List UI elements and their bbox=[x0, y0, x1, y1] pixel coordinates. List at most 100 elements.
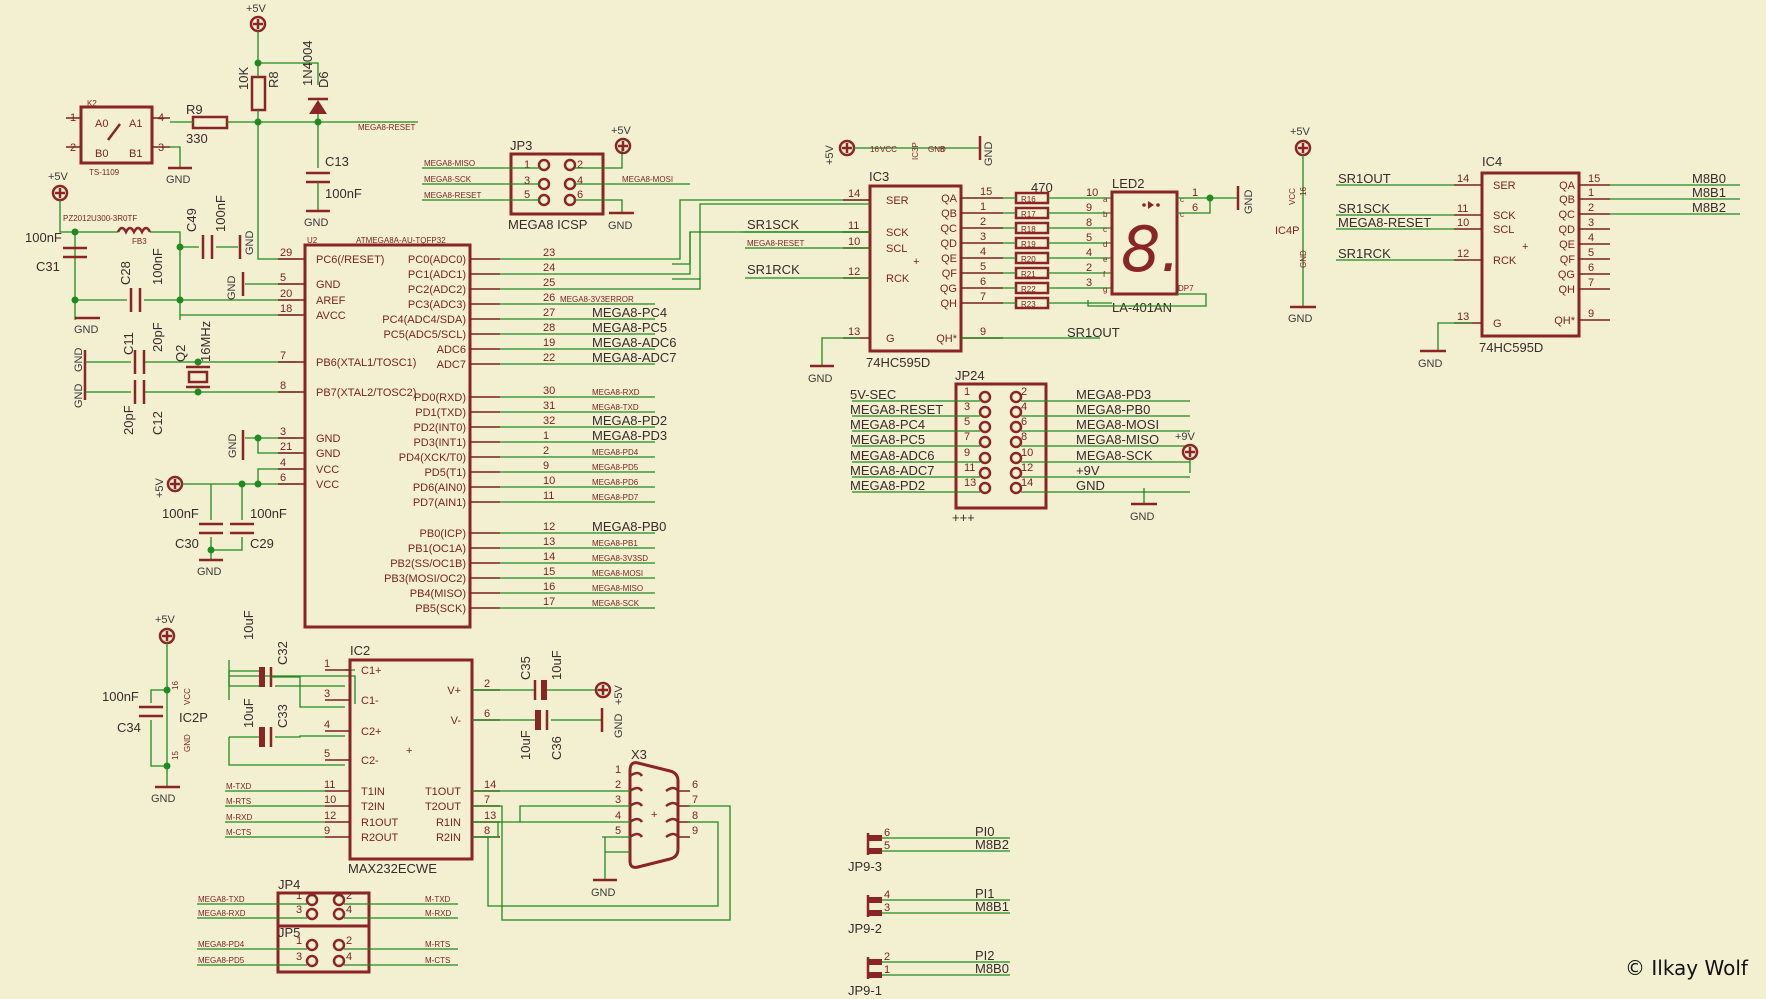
plus5v-label-ic4p: +5V bbox=[1290, 126, 1311, 138]
capacitor-c12: 20pF C12 bbox=[121, 380, 165, 435]
u2-right-pin-num: 26 bbox=[543, 292, 555, 304]
gnd-label-c49: GND bbox=[244, 231, 256, 256]
ic4-part: 74HC595D bbox=[1479, 340, 1543, 355]
copyright-text: © Ilkay Wolf bbox=[1625, 956, 1749, 980]
jp24-pin-left bbox=[978, 420, 992, 434]
x3-pin-right: 6 bbox=[692, 779, 698, 791]
ic2-left-pin-num: 10 bbox=[324, 794, 336, 806]
u2-right-pin-num: 14 bbox=[543, 551, 555, 563]
power-plus5v-left: +5V bbox=[48, 171, 69, 202]
jp4-left-num: 3 bbox=[296, 904, 302, 916]
ic4-right-pin-label: QD bbox=[1559, 224, 1576, 236]
u2-net-label: MEGA8-PD3 bbox=[592, 428, 667, 443]
capacitor-c49: C49 100nF bbox=[184, 195, 228, 259]
capacitor-c36: 10uF C36 bbox=[518, 710, 564, 760]
u2-right-pin-label: PD7(AIN1) bbox=[413, 497, 466, 509]
u2-right-pin-num: 11 bbox=[543, 490, 554, 502]
ic2p-vcc: VCC bbox=[183, 688, 192, 705]
c36-value: 10uF bbox=[518, 730, 533, 760]
ic2-right-pin-num: 13 bbox=[484, 810, 496, 822]
ic-ic4-74hc595: IC4 74HC595D + 14SERSR1OUT11SCKSR1SCK10S… bbox=[1336, 154, 1740, 355]
jp3-net-miso: MEGA8-MISO bbox=[424, 159, 475, 168]
ic3-left-pin-num: 12 bbox=[848, 266, 860, 278]
led2-pin-num: 9 bbox=[1086, 202, 1092, 214]
ic2-left-pin-num: 12 bbox=[324, 810, 336, 822]
led2-seg-label: e bbox=[1103, 255, 1108, 264]
u2-right-pin-label: PD2(INT0) bbox=[413, 422, 466, 434]
k2-label-a0: A0 bbox=[95, 118, 108, 130]
led2-right-label: c bbox=[1180, 210, 1184, 219]
jp24-right-net: MEGA8-PD3 bbox=[1076, 387, 1151, 402]
jp24-right-net: MEGA8-PB0 bbox=[1076, 402, 1150, 417]
capacitor-c34: 100nF C34 bbox=[102, 689, 163, 735]
gnd-label-ic4: GND bbox=[1418, 358, 1443, 370]
u2-left-pin-label: AVCC bbox=[316, 310, 346, 322]
jp24-right-num: 6 bbox=[1021, 416, 1027, 428]
u2-right-pin-num: 28 bbox=[543, 322, 555, 334]
ic2-left-pin-label: T2IN bbox=[361, 801, 385, 813]
jp3-pin2: 2 bbox=[577, 159, 583, 171]
ic2-left-pin-label: C2- bbox=[361, 755, 379, 767]
u2-right-pin-num: 10 bbox=[543, 475, 555, 487]
ic2-right-pin-label: V- bbox=[451, 715, 462, 727]
jp24-left-net: MEGA8-PC4 bbox=[850, 417, 925, 432]
jp24-right-net: GND bbox=[1076, 478, 1105, 493]
ic2-right-pin-label: R1IN bbox=[436, 817, 461, 829]
ic2-left-pin-label: R1OUT bbox=[361, 817, 399, 829]
jp24-pin-left bbox=[978, 405, 992, 419]
ic-u2-atmega8: U2 ATMEGA8A-AU-TQFP32 29PC6(/RESET)5GND2… bbox=[278, 199, 870, 629]
u2-right-pin-num: 23 bbox=[543, 247, 555, 259]
jp3-label: MEGA8 ICSP bbox=[508, 217, 587, 232]
c35-name: C35 bbox=[518, 656, 533, 680]
jp24-pin-left bbox=[978, 451, 992, 465]
u2-net-label: MEGA8-RXD bbox=[592, 388, 640, 397]
ic2p-pin15: 15 bbox=[171, 751, 180, 760]
c33-value: 10uF bbox=[241, 698, 256, 728]
x3-socket-left bbox=[629, 771, 644, 778]
jp3-pin4: 4 bbox=[577, 175, 583, 187]
jp24-left-net: MEGA8-ADC7 bbox=[850, 463, 935, 478]
u2-net-label: MEGA8-MOSI bbox=[592, 569, 643, 578]
ic2-part: MAX232ECWE bbox=[348, 861, 437, 876]
jp5-left-net: MEGA8-PD5 bbox=[198, 956, 245, 965]
ic3-right-pin-num: 7 bbox=[980, 291, 986, 303]
gnd-label-c30: GND bbox=[197, 566, 222, 578]
ic3-net-sr1sck: SR1SCK bbox=[747, 217, 799, 232]
u2-left-pin-label: GND bbox=[316, 448, 341, 460]
x3-origin-mark: + bbox=[651, 809, 657, 821]
jp9-pin-num: 5 bbox=[884, 840, 890, 852]
u2-right-pin-label: PC4(ADC4/SDA) bbox=[382, 314, 466, 326]
ic3-right-pin-num: 5 bbox=[980, 261, 986, 273]
u2-right-pin-label: PD0(RXD) bbox=[414, 392, 466, 404]
q2-name: Q2 bbox=[173, 345, 188, 362]
x3-name: X3 bbox=[631, 747, 647, 762]
jp9-pin-body bbox=[868, 959, 882, 965]
x3-socket-left bbox=[629, 786, 644, 793]
ic4-left-pin-num: 10 bbox=[1457, 217, 1469, 229]
jp24-pin-right bbox=[1009, 466, 1023, 480]
k2-pin1: 1 bbox=[70, 112, 76, 124]
u2-right-pin-label: PD4(XCK/T0) bbox=[399, 452, 466, 464]
ic3-part: 74HC595D bbox=[866, 355, 930, 370]
k2-name: K2 bbox=[87, 99, 97, 108]
c11-value: 20pF bbox=[150, 322, 165, 352]
ic2-right-pin-label: T1OUT bbox=[425, 786, 461, 798]
rn-name: R23 bbox=[1021, 300, 1036, 309]
jp9-pin-body bbox=[868, 897, 882, 903]
gnd-label-c11: GND bbox=[73, 348, 85, 373]
ic3-left-pin-num: 10 bbox=[848, 236, 860, 248]
ic4-right-pin-num: 3 bbox=[1588, 217, 1594, 229]
jp24-pin-left bbox=[978, 390, 992, 404]
u2-right-pin-label: ADC6 bbox=[437, 344, 466, 356]
capacitor-c11: C11 20pF bbox=[121, 322, 165, 374]
led2-name: LED2 bbox=[1112, 176, 1145, 191]
ic2-right-pin-num: 14 bbox=[484, 779, 496, 791]
ic3-right-pin-label: QE bbox=[941, 253, 957, 265]
jp24-right-num: 12 bbox=[1021, 462, 1033, 474]
u2-right-pin-num: 13 bbox=[543, 536, 555, 548]
jp5-right-net: M-CTS bbox=[425, 956, 450, 965]
u2-net-label: MEGA8-PD5 bbox=[592, 463, 639, 472]
ic4-left-pin-num: 12 bbox=[1457, 248, 1469, 260]
